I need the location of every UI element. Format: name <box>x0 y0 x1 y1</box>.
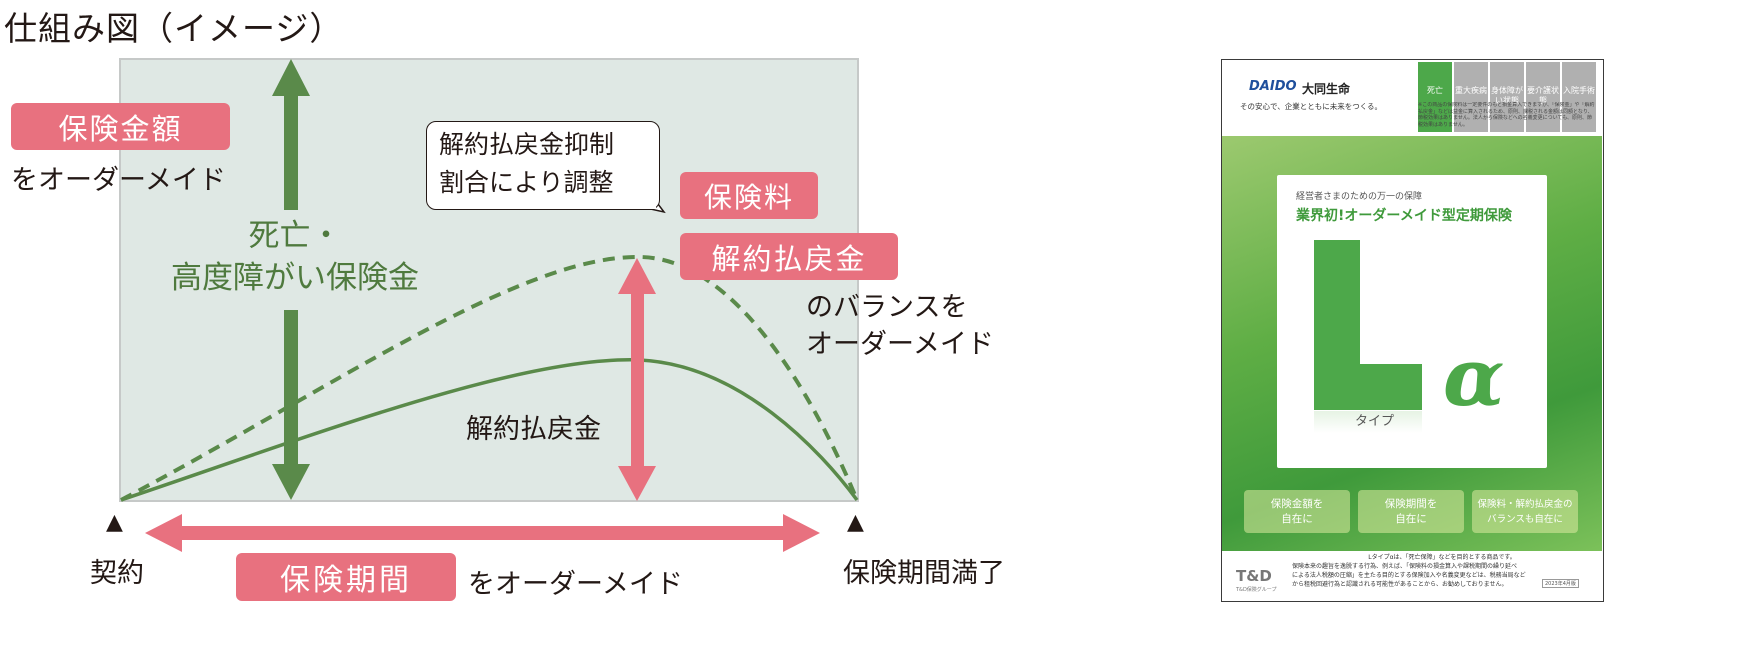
contract-label: 契約 <box>90 558 144 589</box>
balance-line2: オーダーメイド <box>806 329 994 360</box>
footer-line1: Lタイプαは、「死亡保障」などを目的とする商品です。 <box>1368 554 1516 561</box>
option-period: 保険期間を自在に <box>1358 490 1464 533</box>
option-balance: 保険料・解約払戻金のバランスも自在に <box>1472 490 1578 533</box>
balance-caption: のバランスを オーダーメイド <box>806 289 994 363</box>
tab-hospitalization: 入院手術 <box>1562 62 1596 132</box>
callout-tail-mask <box>636 203 656 209</box>
surrender-value-curve <box>120 358 859 502</box>
period-pill: 保険期間 <box>236 553 456 601</box>
insured-amount-caption: をオーダーメイド <box>11 165 226 196</box>
option-1-line2: 自在に <box>1281 512 1313 525</box>
brochure-footer-text: Lタイプαは、「死亡保障」などを目的とする商品です。 保険本来の趣旨を逸脱する行… <box>1292 553 1592 589</box>
brochure-cover: DAIDO 大同生命 その安心で、企業とともに未来をつくる。 死亡 重大疾病 身… <box>1221 59 1604 602</box>
insured-amount-pill: 保険金額 <box>11 103 230 150</box>
surrender-value-pill: 解約払戻金 <box>680 233 898 280</box>
option-1-line1: 保険金額を <box>1270 497 1324 510</box>
period-caption: をオーダーメイド <box>468 569 683 600</box>
footer-line2: 保険本来の趣旨を逸脱する行為、例えば、「保険料の損金算入や課税期間の繰り延べ <box>1292 563 1518 570</box>
footer-code: 2023年4月版 <box>1542 579 1579 588</box>
tab-critical-illness: 重大疾病 <box>1454 62 1488 132</box>
option-3-line2: バランスも自在に <box>1487 513 1563 525</box>
option-2-line1: 保険期間を <box>1384 497 1438 510</box>
balance-arrow <box>618 258 656 501</box>
card-title: 業界初!オーダーメイド型定期保険 <box>1296 208 1512 224</box>
letter-reflection <box>1314 411 1422 433</box>
brochure-notice: ※この商品の保険料は一定要件のもと損金算入できますが、「保険金」や「解約払戻金」… <box>1418 102 1595 128</box>
tab-disability: 身体障がい状態 <box>1490 62 1524 132</box>
group-logo: T&D <box>1236 567 1272 585</box>
card-subtitle: 経営者さまのための万一の保障 <box>1296 192 1423 202</box>
footer-line4: から租税回避行為と認識される可能性があることから、お勧めしておりません。 <box>1292 581 1508 588</box>
company-logo: DAIDO <box>1249 79 1297 94</box>
tab-death: 死亡 <box>1418 62 1452 132</box>
company-name: 大同生命 <box>1302 82 1351 96</box>
tab-nursing-care: 要介護状態 <box>1526 62 1560 132</box>
product-letter-l-base <box>1314 364 1422 410</box>
period-arrow <box>145 514 820 552</box>
company-tagline: その安心で、企業とともに未来をつくる。 <box>1240 102 1383 111</box>
option-2-line2: 自在に <box>1395 512 1427 525</box>
expiry-marker-icon: ▲ <box>847 510 864 535</box>
contract-marker-icon: ▲ <box>106 510 123 535</box>
balance-line1: のバランスを <box>806 292 968 323</box>
death-benefit-label: 死亡・ 高度障がい保険金 <box>160 215 430 299</box>
page-title: 仕組み図（イメージ） <box>4 9 344 48</box>
callout-line2: 割合により調整 <box>439 168 614 197</box>
expiry-label: 保険期間満了 <box>843 558 1005 589</box>
surrender-curve-label: 解約払戻金 <box>466 414 601 445</box>
group-name: T&D保険グループ <box>1236 587 1277 593</box>
callout-line1: 解約払戻金抑制 <box>439 130 615 159</box>
death-benefit-line1: 死亡・ <box>248 218 342 254</box>
premium-pill: 保険料 <box>680 172 818 219</box>
death-benefit-line2: 高度障がい保険金 <box>171 260 419 296</box>
option-3-line1: 保険料・解約払戻金の <box>1477 498 1573 510</box>
insured-amount-arrow <box>272 59 310 500</box>
option-insured-amount: 保険金額を自在に <box>1244 490 1350 533</box>
adjustment-callout: 解約払戻金抑制 割合により調整 <box>426 121 660 210</box>
product-type-label: タイプ <box>1355 414 1395 429</box>
product-alpha: α <box>1443 330 1505 424</box>
footer-line3: による法人税額の圧縮」を主たる目的とする保険加入や名義変更などは、税務当局など <box>1292 572 1526 579</box>
product-card: 経営者さまのための万一の保障 業界初!オーダーメイド型定期保険 タイプ α <box>1277 175 1547 468</box>
